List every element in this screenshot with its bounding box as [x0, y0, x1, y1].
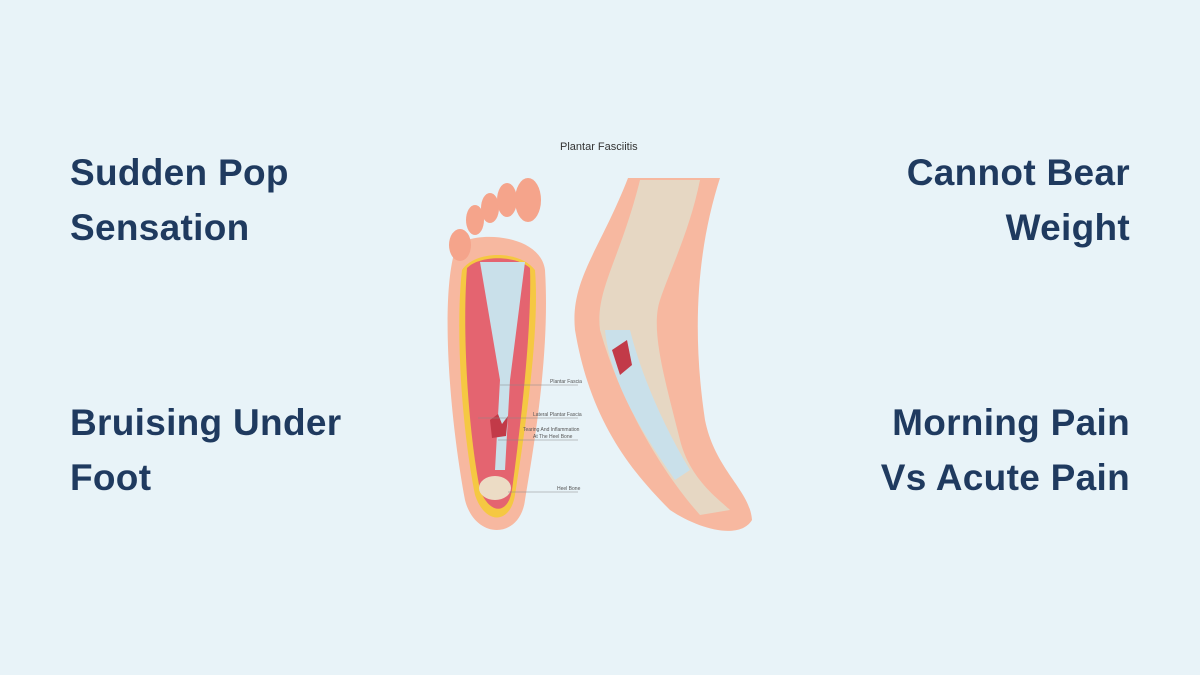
symptom-line: Weight	[1005, 207, 1130, 248]
callout-plantar-fascia: Plantar Fascia	[550, 379, 582, 385]
illustration-title: Plantar Fasciitis	[560, 141, 638, 153]
symptom-bruising: Bruising Under Foot	[70, 395, 341, 505]
symptom-line: Foot	[70, 457, 152, 498]
symptom-line: Bruising Under	[70, 402, 342, 443]
symptom-cannot-bear-weight: Cannot Bear Weight	[907, 145, 1130, 255]
symptom-morning-pain: Morning Pain Vs Acute Pain	[881, 395, 1130, 505]
symptom-sudden-pop: Sudden Pop Sensation	[70, 145, 289, 255]
symptom-line: Cannot Bear	[906, 152, 1130, 193]
callout-lateral-plantar-fascia: Lateral Plantar Fascia	[533, 412, 582, 418]
symptom-line: Vs Acute Pain	[880, 457, 1130, 498]
symptom-line: Morning Pain	[892, 402, 1130, 443]
callout-tearing-2: At The Heel Bone	[533, 434, 573, 440]
callout-heel-bone: Heel Bone	[557, 486, 581, 492]
callout-tearing: Tearing And Inflammation	[523, 427, 580, 433]
symptom-line: Sensation	[70, 207, 250, 248]
callout-lines	[478, 384, 578, 493]
foot-sole-drawing	[447, 178, 546, 530]
foot-side-drawing	[574, 178, 752, 531]
symptom-line: Sudden Pop	[70, 152, 289, 193]
plantar-fasciitis-illustration: Plantar Fasciitis Plantar Fascia Lateral…	[447, 141, 752, 531]
